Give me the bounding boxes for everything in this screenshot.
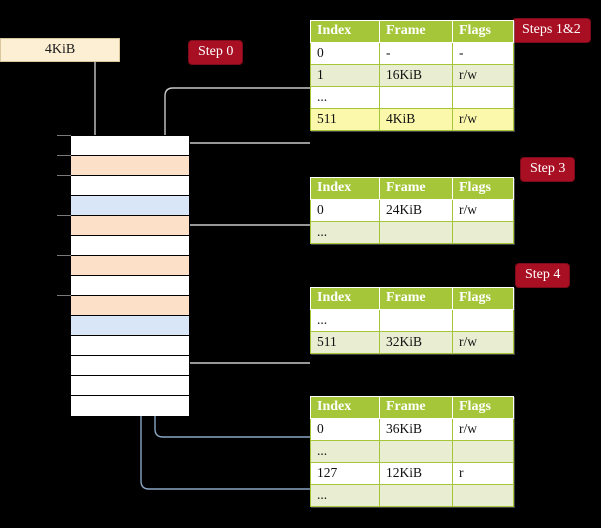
- cell-index: ...: [310, 484, 380, 507]
- badge-steps-1-2: Steps 1&2: [513, 19, 590, 42]
- cell-flags: -: [452, 42, 514, 65]
- memory-frame-row: [71, 156, 189, 176]
- table-row: ...: [310, 309, 514, 332]
- memory-row-tick: [57, 135, 71, 136]
- column-header-flags: Flags: [452, 177, 514, 200]
- cell-frame: [379, 484, 453, 507]
- cell-frame: 4KiB: [379, 108, 453, 131]
- column-header-index: Index: [310, 396, 380, 419]
- column-header-frame: Frame: [379, 20, 453, 43]
- badge-step-4: Step 4: [516, 264, 570, 287]
- table-header-row: Index Frame Flags: [310, 396, 514, 419]
- cell-index: ...: [310, 221, 380, 244]
- memory-row-tick: [57, 175, 71, 176]
- cell-flags: [452, 440, 514, 463]
- column-header-flags: Flags: [452, 287, 514, 310]
- cell-index: 0: [310, 42, 380, 65]
- table-row: ...: [310, 440, 514, 463]
- cell-frame: -: [379, 42, 453, 65]
- memory-frame-row: [71, 216, 189, 236]
- memory-frame-row: [71, 356, 189, 376]
- cell-frame: [379, 86, 453, 109]
- cell-index: 0: [310, 418, 380, 441]
- table-header-row: Index Frame Flags: [310, 177, 514, 200]
- cell-flags: [452, 309, 514, 332]
- memory-frame-row: [71, 196, 189, 216]
- cell-index: ...: [310, 309, 380, 332]
- cell-index: 127: [310, 462, 380, 485]
- table-row: 0--: [310, 42, 514, 65]
- cell-frame: [379, 309, 453, 332]
- memory-frame-row: [71, 316, 189, 336]
- table-header-row: Index Frame Flags: [310, 287, 514, 310]
- column-header-frame: Frame: [379, 287, 453, 310]
- memory-row-tick: [57, 295, 71, 296]
- cell-frame: 32KiB: [379, 331, 453, 354]
- table-row: ...: [310, 86, 514, 109]
- physical-memory-column: [70, 135, 190, 416]
- table-row: ...: [310, 221, 514, 244]
- cell-frame: [379, 440, 453, 463]
- cell-flags: r/w: [452, 331, 514, 354]
- badge-step-0: Step 0: [189, 41, 243, 64]
- memory-frame-row: [71, 336, 189, 356]
- cell-index: 511: [310, 331, 380, 354]
- cell-index: 1: [310, 64, 380, 87]
- cell-index: 0: [310, 199, 380, 222]
- cell-flags: r/w: [452, 64, 514, 87]
- memory-row-tick: [57, 155, 71, 156]
- memory-row-tick: [57, 255, 71, 256]
- cell-flags: [452, 221, 514, 244]
- column-header-flags: Flags: [452, 20, 514, 43]
- cell-flags: r/w: [452, 108, 514, 131]
- column-header-index: Index: [310, 287, 380, 310]
- cell-flags: [452, 484, 514, 507]
- column-header-frame: Frame: [379, 177, 453, 200]
- column-header-flags: Flags: [452, 396, 514, 419]
- cell-frame: [379, 221, 453, 244]
- memory-frame-row: [71, 176, 189, 196]
- memory-frame-row: [71, 236, 189, 256]
- cell-frame: 24KiB: [379, 199, 453, 222]
- cell-index: ...: [310, 440, 380, 463]
- memory-frame-row: [71, 136, 189, 156]
- cell-frame: 36KiB: [379, 418, 453, 441]
- cell-frame: 16KiB: [379, 64, 453, 87]
- column-header-index: Index: [310, 177, 380, 200]
- memory-frame-row: [71, 396, 189, 416]
- cell-index: ...: [310, 86, 380, 109]
- memory-frame-row: [71, 276, 189, 296]
- cell-index: 511: [310, 108, 380, 131]
- cell-flags: r/w: [452, 418, 514, 441]
- table-row: ...: [310, 484, 514, 507]
- column-header-frame: Frame: [379, 396, 453, 419]
- memory-frame-row: [71, 376, 189, 396]
- cell-flags: r: [452, 462, 514, 485]
- cell-frame: 12KiB: [379, 462, 453, 485]
- source-page-label: 4KiB: [44, 42, 76, 57]
- source-page-box: 4KiB: [0, 38, 120, 62]
- memory-frame-row: [71, 256, 189, 276]
- badge-step-3: Step 3: [521, 158, 575, 181]
- cell-flags: r/w: [452, 199, 514, 222]
- table-header-row: Index Frame Flags: [310, 20, 514, 43]
- cell-flags: [452, 86, 514, 109]
- memory-row-tick: [57, 215, 71, 216]
- memory-frame-row: [71, 296, 189, 316]
- column-header-index: Index: [310, 20, 380, 43]
